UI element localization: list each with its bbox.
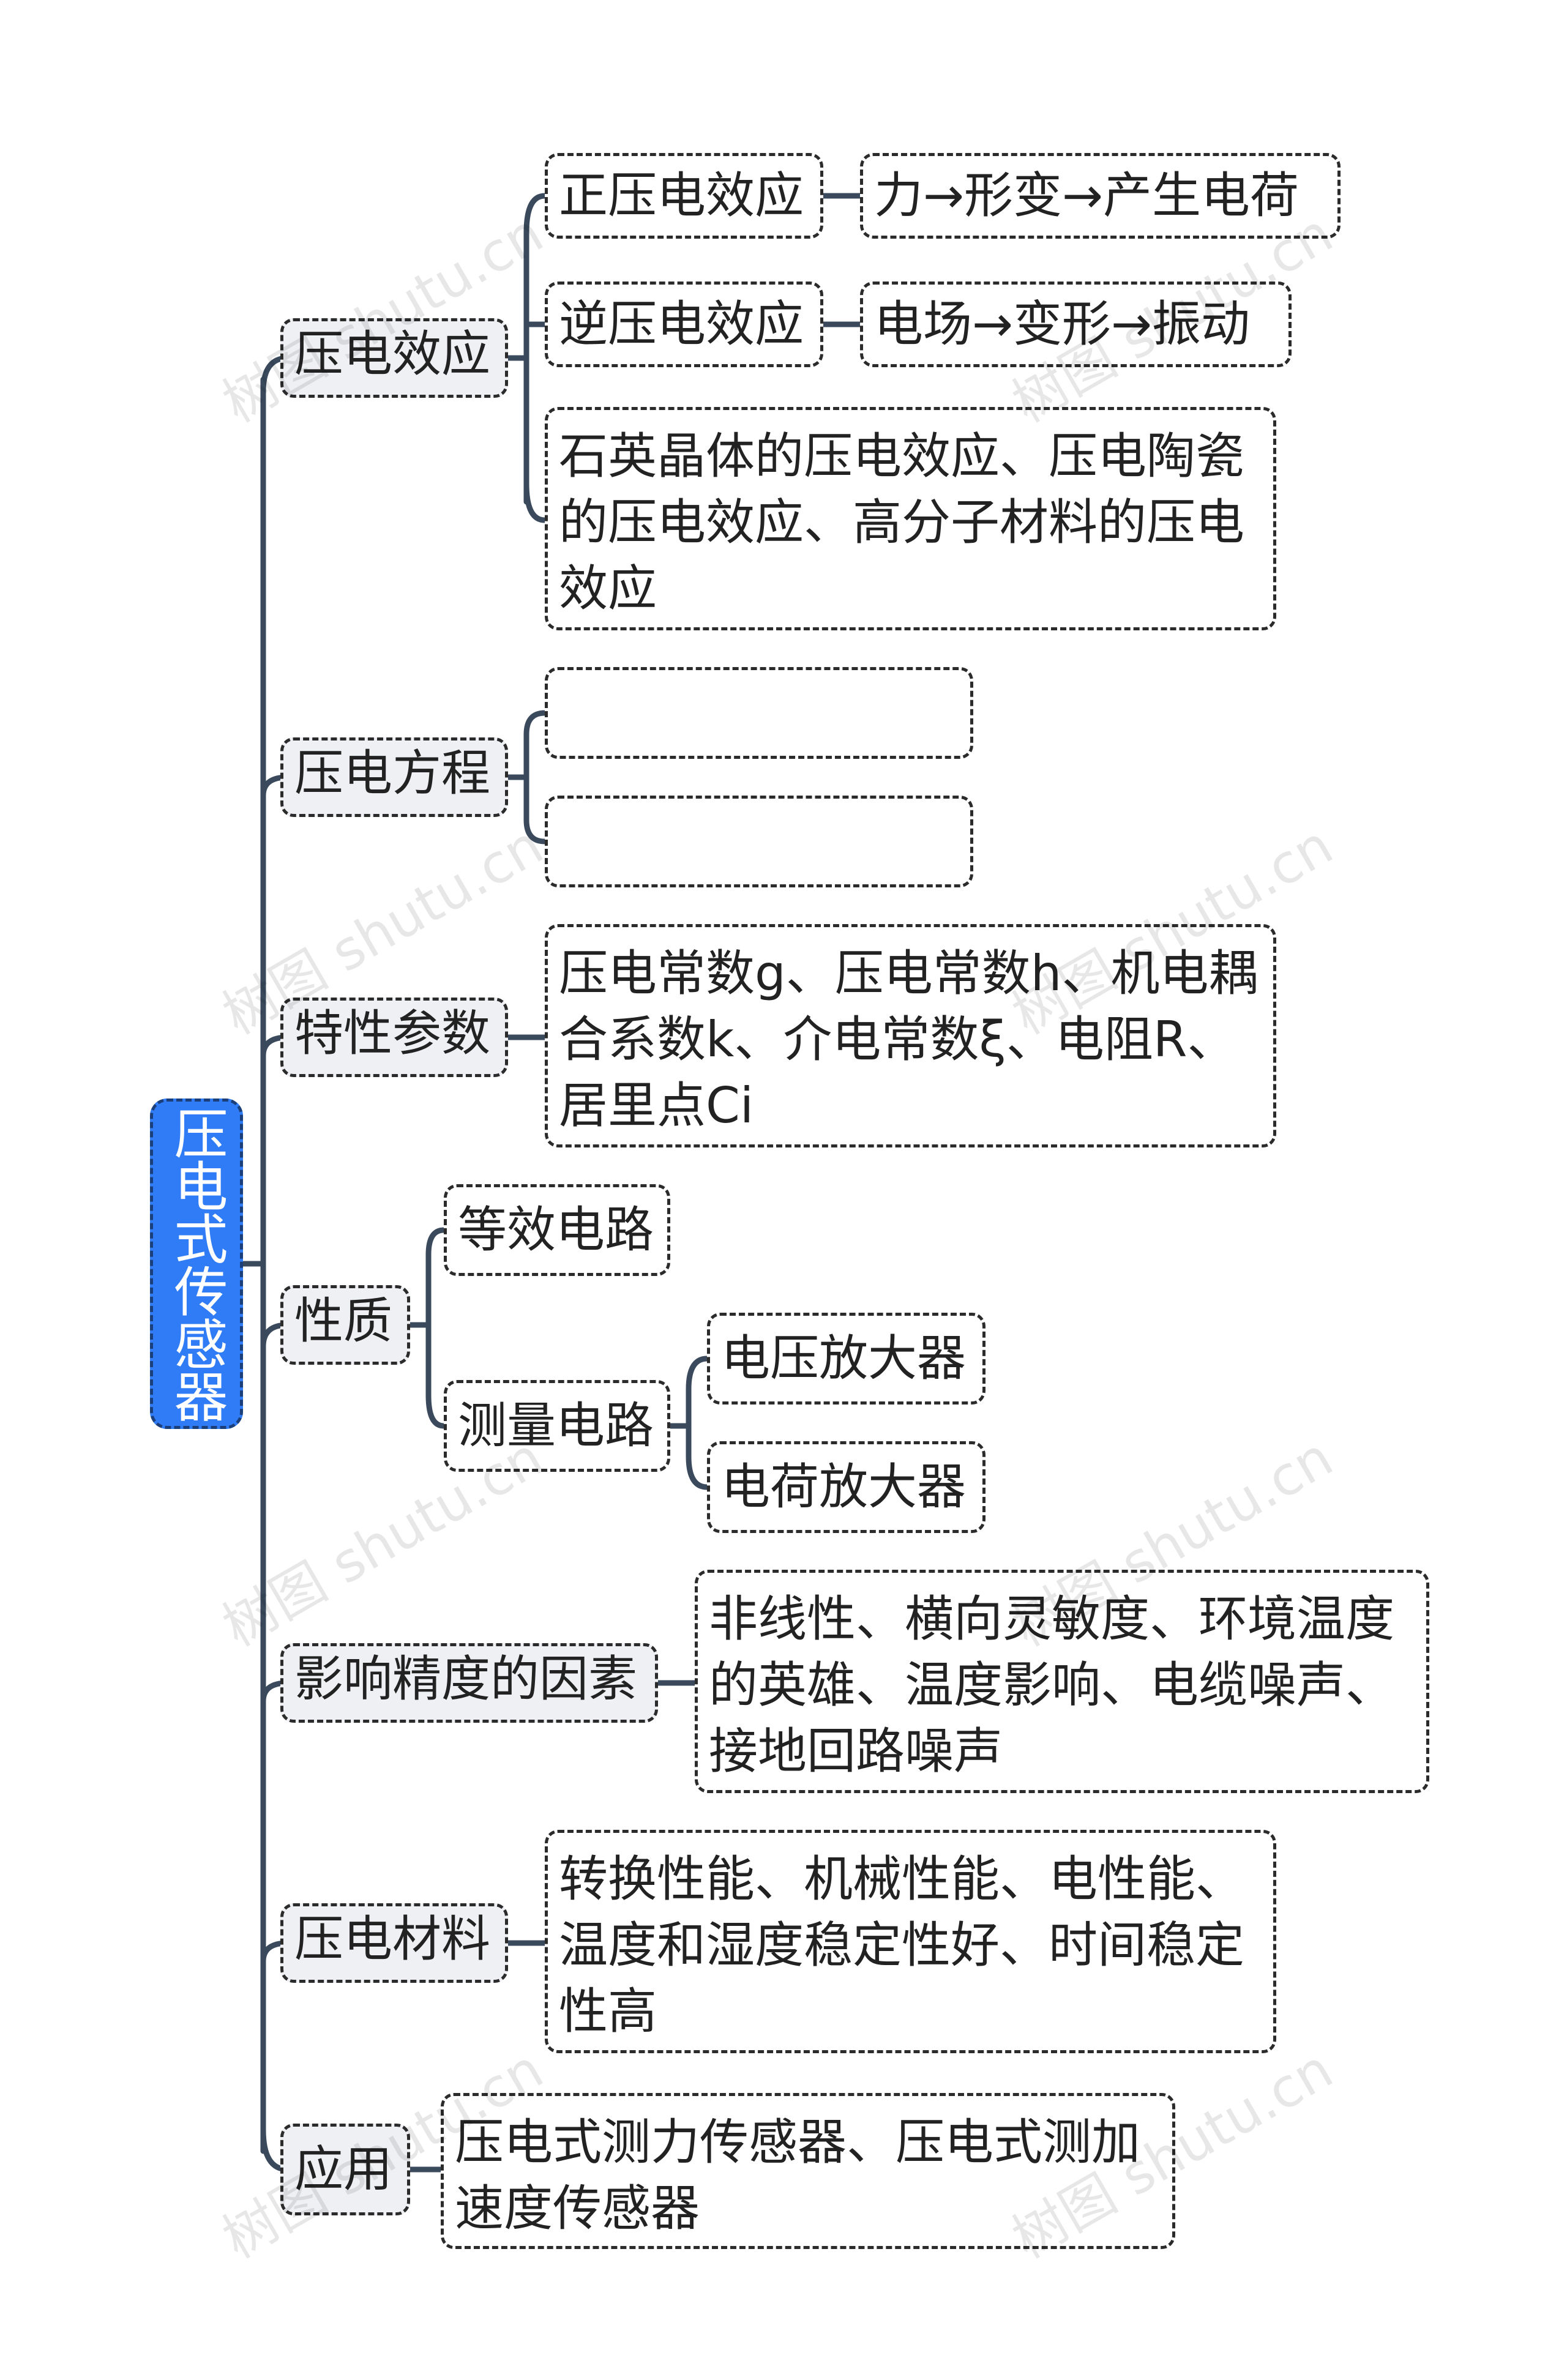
- node-voltage-amplifier[interactable]: 电压放大器: [707, 1313, 985, 1404]
- node-accuracy-detail[interactable]: 非线性、横向灵敏度、环境温度的英雄、温度影响、电缆噪声、接地回路噪声: [695, 1570, 1429, 1793]
- branch-node-applications[interactable]: 应用: [280, 2124, 410, 2215]
- node-empty-1[interactable]: [545, 667, 973, 759]
- node-inverse-effect-detail[interactable]: 电场→变形→振动: [860, 282, 1292, 367]
- branch-label: 压电方程: [294, 745, 490, 802]
- node-direct-effect-detail[interactable]: 力→形变→产生电荷: [860, 153, 1341, 239]
- branch-label: 压电效应: [294, 326, 490, 382]
- node-label: 测量电路: [458, 1397, 654, 1454]
- branch-node-piezo-equation[interactable]: 压电方程: [280, 737, 508, 817]
- branch-label: 应用: [294, 2141, 392, 2198]
- node-empty-2[interactable]: [545, 796, 973, 887]
- node-label: 力→形变→产生电荷: [874, 167, 1300, 224]
- branch-node-piezo-materials[interactable]: 压电材料: [280, 1903, 508, 1983]
- node-label: 压电常数g、压电常数h、机电耦合系数k、介电常数ξ、电阻R、居里点Ci: [559, 945, 1258, 1134]
- node-label: 电荷放大器: [721, 1458, 966, 1515]
- branch-label: 特性参数: [294, 1005, 490, 1062]
- node-label: 非线性、横向灵敏度、环境温度的英雄、温度影响、电缆噪声、接地回路噪声: [709, 1591, 1394, 1780]
- node-charge-amplifier[interactable]: 电荷放大器: [707, 1441, 985, 1533]
- node-direct-piezo-effect[interactable]: 正压电效应: [545, 153, 823, 239]
- root-node[interactable]: 压电式传感器: [150, 1099, 243, 1429]
- branch-label: 性质: [294, 1293, 392, 1349]
- node-label: 逆压电效应: [559, 296, 804, 353]
- branch-label: 影响精度的因素: [294, 1651, 637, 1707]
- node-inverse-piezo-effect[interactable]: 逆压电效应: [545, 282, 823, 367]
- node-materials-detail[interactable]: 转换性能、机械性能、电性能、温度和湿度稳定性好、时间稳定性高: [545, 1830, 1276, 2053]
- root-label: 压电式传感器: [165, 1106, 228, 1422]
- node-label: 等效电路: [458, 1201, 654, 1258]
- branch-label: 压电材料: [294, 1911, 490, 1968]
- node-measurement-circuit[interactable]: 测量电路: [444, 1380, 670, 1472]
- branch-node-characteristic-params[interactable]: 特性参数: [280, 998, 508, 1077]
- node-label: 正压电效应: [559, 167, 804, 224]
- branch-node-piezo-effect[interactable]: 压电效应: [280, 318, 508, 398]
- node-label: 石英晶体的压电效应、压电陶瓷的压电效应、高分子材料的压电效应: [559, 428, 1244, 617]
- node-material-effects[interactable]: 石英晶体的压电效应、压电陶瓷的压电效应、高分子材料的压电效应: [545, 407, 1276, 630]
- node-label: 电场→变形→振动: [874, 296, 1251, 353]
- node-label: 电压放大器: [721, 1330, 966, 1387]
- node-equivalent-circuit[interactable]: 等效电路: [444, 1184, 670, 1276]
- node-characteristic-detail[interactable]: 压电常数g、压电常数h、机电耦合系数k、介电常数ξ、电阻R、居里点Ci: [545, 924, 1276, 1147]
- branch-node-accuracy-factors[interactable]: 影响精度的因素: [280, 1643, 658, 1723]
- node-label: 压电式测力传感器、压电式测加速度传感器: [455, 2114, 1140, 2237]
- node-applications-detail[interactable]: 压电式测力传感器、压电式测加速度传感器: [441, 2093, 1175, 2249]
- branch-node-properties[interactable]: 性质: [280, 1285, 410, 1365]
- node-label: 转换性能、机械性能、电性能、温度和湿度稳定性好、时间稳定性高: [559, 1851, 1244, 2040]
